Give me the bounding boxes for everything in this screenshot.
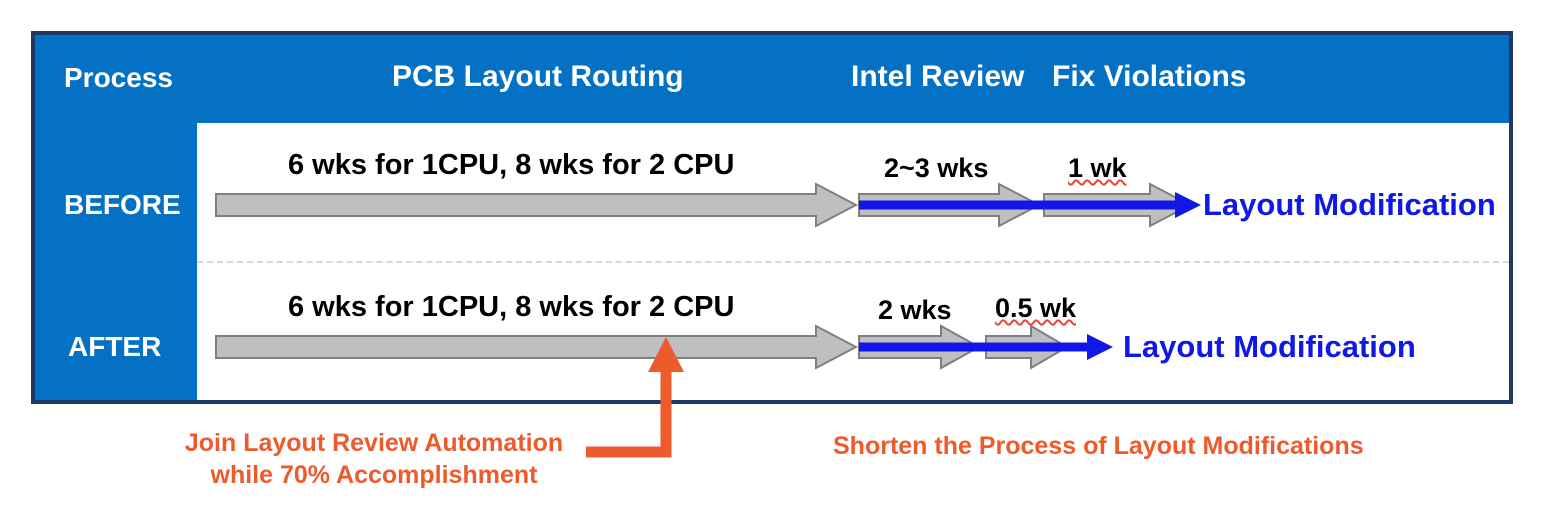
annotation-left: Join Layout Review Automation while 70% …: [172, 428, 576, 491]
header-process-label: Process: [64, 62, 173, 93]
row-label-before: BEFORE: [64, 189, 181, 220]
after-flow-arrow: [859, 334, 1113, 360]
header-phase-pcb-layout-routing: PCB Layout Routing: [392, 60, 684, 93]
after-review-arrow: [858, 324, 982, 370]
before-flow-arrow: [859, 192, 1201, 218]
before-routing-arrow: [215, 182, 859, 228]
row-label-band: [35, 35, 197, 400]
before-fix-arrow: [1043, 182, 1193, 228]
after-review-duration: 2 wks: [878, 295, 952, 325]
before-fix-duration: 1 wk: [1068, 153, 1127, 183]
after-fix-arrow: [985, 324, 1069, 370]
annotation-left-line2: while 70% Accomplishment: [210, 460, 538, 489]
after-routing-arrow: [215, 324, 859, 370]
process-comparison-panel: Process PCB Layout Routing Intel Review …: [31, 31, 1513, 404]
after-outcome-label: Layout Modification: [1123, 329, 1416, 364]
annotation-left-line1: Join Layout Review Automation: [184, 429, 564, 457]
row-label-after: AFTER: [68, 331, 162, 362]
before-outcome-label: Layout Modification: [1203, 187, 1496, 222]
before-review-arrow: [858, 182, 1042, 228]
after-fix-duration: 0.5 wk: [995, 293, 1077, 323]
row-divider: [197, 261, 1509, 263]
header-phase-intel-review: Intel Review: [851, 60, 1025, 93]
annotation-right: Shorten the Process of Layout Modificati…: [833, 432, 1364, 460]
before-review-duration: 2~3 wks: [884, 153, 989, 183]
after-routing-duration: 6 wks for 1CPU, 8 wks for 2 CPU: [288, 291, 735, 323]
header-phase-fix-violations: Fix Violations: [1052, 60, 1247, 93]
before-routing-duration: 6 wks for 1CPU, 8 wks for 2 CPU: [288, 149, 735, 181]
header-band: [35, 35, 1509, 123]
